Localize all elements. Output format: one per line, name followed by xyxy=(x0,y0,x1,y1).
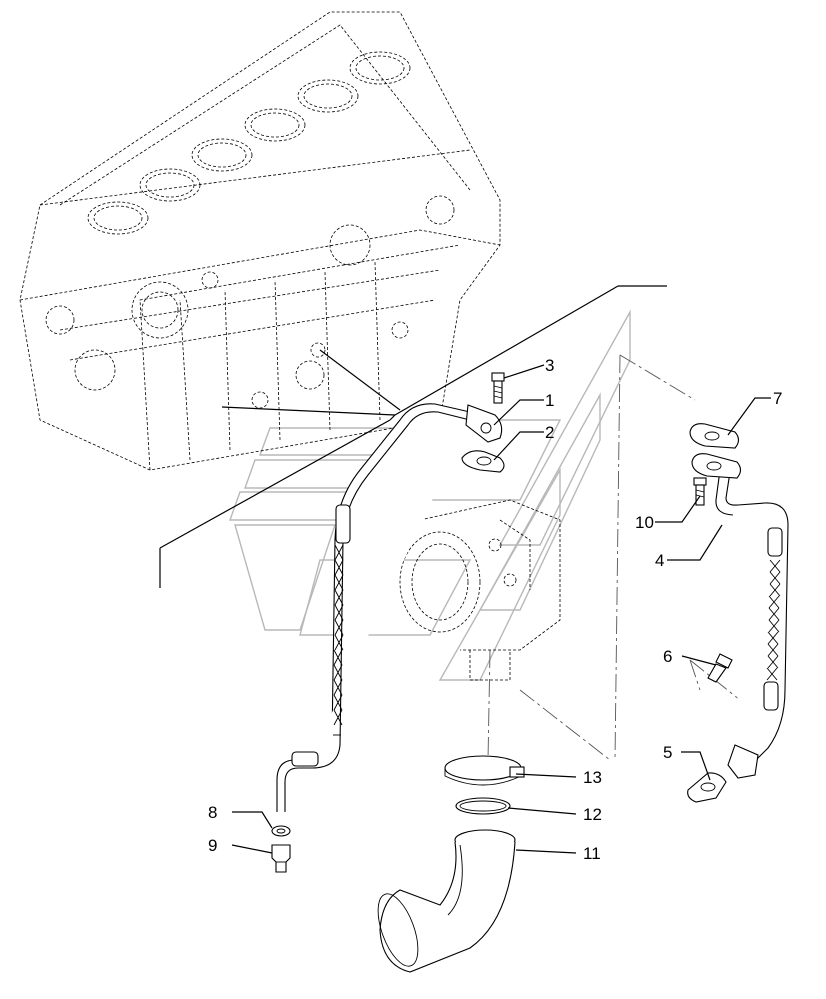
gasket-7 xyxy=(689,423,742,479)
bolt-6 xyxy=(707,653,733,683)
oil-feed-pipe xyxy=(276,403,503,812)
gasket-2 xyxy=(461,450,505,473)
adapter-9 xyxy=(271,844,291,873)
callout-12: 12 xyxy=(583,805,602,824)
clamp-13 xyxy=(444,755,525,786)
reference-lines xyxy=(159,285,741,761)
callout-11: 11 xyxy=(583,844,601,863)
braided-sleeve-return xyxy=(766,559,781,681)
oil-return-pipe xyxy=(715,469,789,779)
callout-2: 2 xyxy=(545,423,554,442)
callout-6: 6 xyxy=(663,647,672,666)
gasket-5 xyxy=(687,772,727,803)
washer-8 xyxy=(271,825,291,837)
o-ring-12 xyxy=(455,797,511,815)
callout-5: 5 xyxy=(663,743,672,762)
turbocharger-phantom xyxy=(399,499,561,681)
callout-7: 7 xyxy=(773,389,782,408)
callout-leaders xyxy=(231,364,771,854)
engine-block-phantom xyxy=(19,11,501,471)
callout-1: 1 xyxy=(545,391,554,410)
elbow-pipe-11 xyxy=(377,829,516,973)
callout-labels: 1 2 3 4 5 6 7 8 9 10 11 12 13 xyxy=(208,356,782,863)
callout-13: 13 xyxy=(583,768,602,787)
callout-3: 3 xyxy=(545,356,554,375)
callout-8: 8 xyxy=(208,803,217,822)
bolt-3 xyxy=(491,372,505,404)
callout-4: 4 xyxy=(655,551,664,570)
bolt-10 xyxy=(693,477,707,506)
braided-sleeve-feed xyxy=(333,544,344,726)
callout-10: 10 xyxy=(635,513,654,532)
callout-9: 9 xyxy=(208,836,217,855)
